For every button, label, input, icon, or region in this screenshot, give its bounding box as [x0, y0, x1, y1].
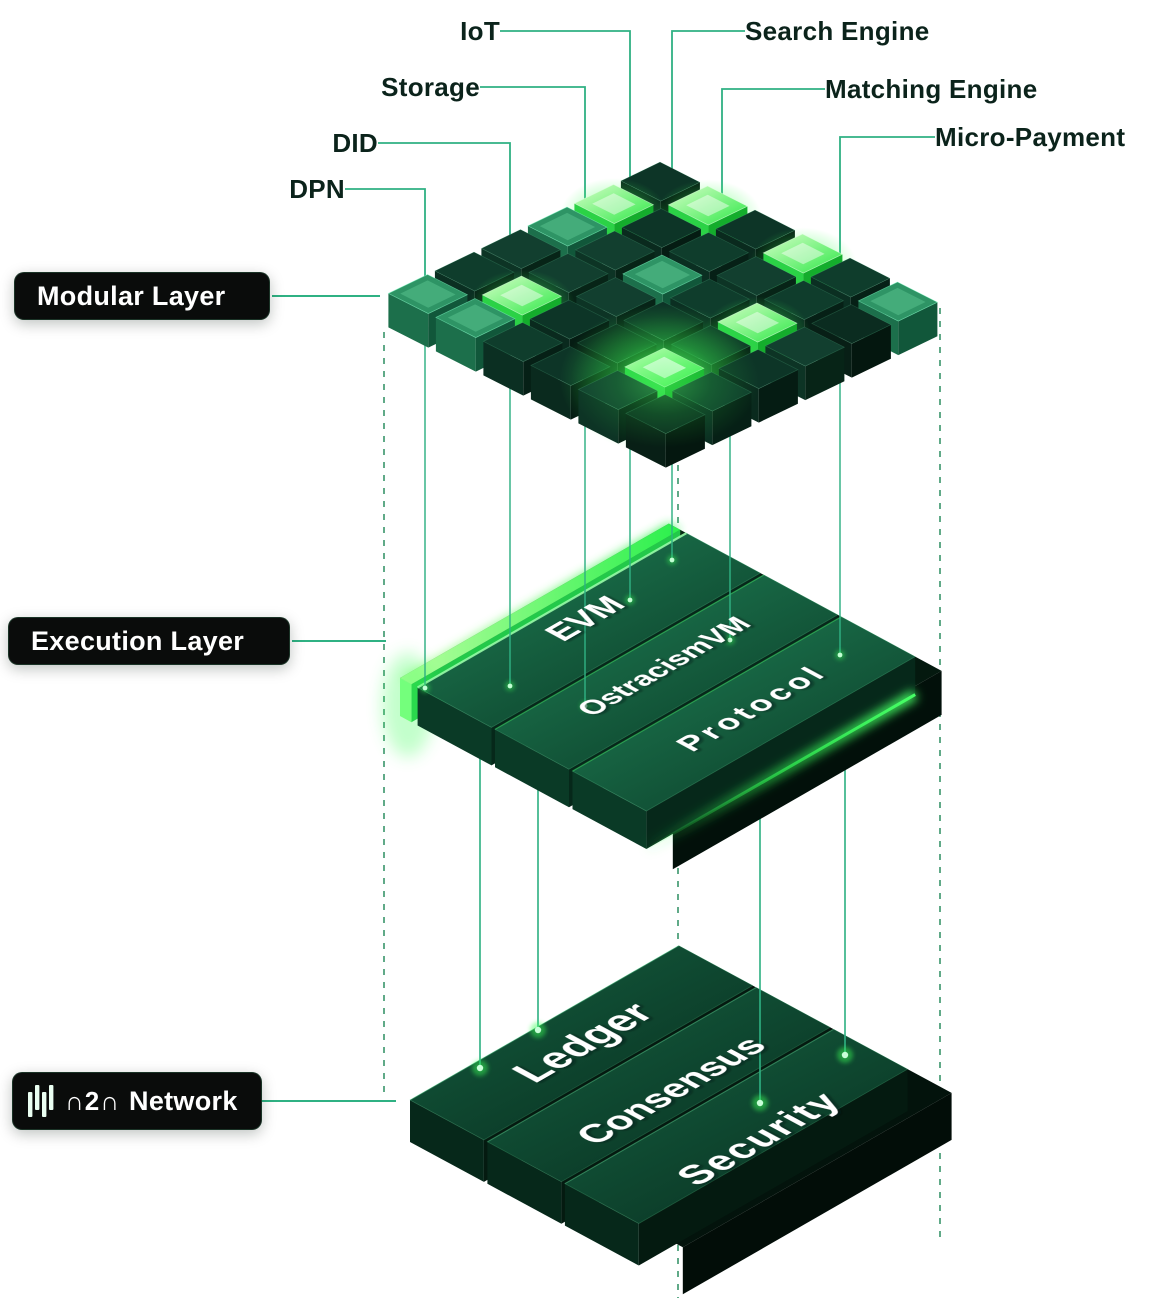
module-label-storage: Storage — [381, 72, 480, 102]
ostracismvm-edge — [494, 574, 765, 730]
cube-top-face — [574, 230, 656, 271]
module-label-search-engine: Search Engine — [745, 16, 930, 46]
network-base-front — [682, 1092, 952, 1295]
module-label-dpn: DPN — [289, 174, 345, 204]
security-edge — [564, 1028, 834, 1185]
cube-top-face — [811, 304, 892, 344]
label-leader-line — [839, 136, 935, 262]
connector-dot — [534, 1026, 542, 1034]
network-layer — [409, 945, 952, 1295]
glow-left-halo — [382, 653, 434, 757]
ledger-top-face — [409, 945, 754, 1141]
connector-dot — [507, 683, 513, 689]
evm-end-face — [417, 687, 492, 766]
cube-top-face — [810, 257, 891, 298]
connector-dot — [837, 652, 843, 658]
connector-dot — [756, 1099, 764, 1107]
cube-left-face — [388, 293, 429, 348]
cube-sheen — [400, 280, 456, 308]
cube-left-face — [530, 365, 571, 420]
cube-top-face — [435, 298, 516, 338]
label-leader-line — [721, 88, 825, 212]
consensus-end-face — [487, 1141, 562, 1224]
label-leader-line — [500, 30, 631, 205]
connector-dot — [422, 685, 428, 691]
cube-left-face — [435, 317, 476, 372]
cube-top-face — [668, 232, 750, 272]
cube-sheen — [634, 260, 691, 289]
cube-top-face — [573, 184, 655, 224]
cube-top-face — [717, 302, 798, 343]
cube-glow-spill — [569, 315, 760, 448]
cube-right-face — [805, 347, 845, 401]
connector-dot — [476, 1064, 484, 1072]
ledger-end-face — [410, 1100, 484, 1182]
cube-right-face — [898, 302, 938, 356]
security-top-face — [564, 1028, 909, 1224]
protocol-top-face — [571, 616, 917, 812]
cube-hot-core — [781, 242, 825, 265]
cube-left-face — [483, 341, 524, 396]
evm-edge — [417, 532, 687, 689]
protocol-front-face — [646, 656, 916, 849]
cube-right-face — [851, 324, 891, 378]
consensus-edge — [487, 986, 757, 1143]
layer-pill-execution: Execution Layer — [8, 617, 290, 665]
connector-dot — [582, 703, 588, 709]
label-leader-line — [480, 86, 586, 228]
cube-hot-core — [686, 194, 730, 217]
cube-sheen — [447, 304, 504, 332]
connector-dot — [841, 1051, 849, 1059]
cube-top-face — [762, 233, 844, 274]
n2n-logo-icon — [28, 1085, 54, 1117]
security-end-face — [564, 1183, 639, 1266]
cube-top-face — [716, 256, 797, 296]
cube-right-face — [758, 369, 798, 423]
execution-layer — [382, 523, 942, 870]
cube-top-face — [667, 185, 749, 226]
module-label-iot: IoT — [460, 16, 500, 46]
label-leader-line — [345, 188, 426, 295]
security-front-face — [638, 1069, 908, 1266]
layer-pill-network: ∩2∩ Network — [12, 1072, 262, 1130]
protocol-edge — [572, 616, 842, 772]
connector-dot — [627, 597, 633, 603]
modular-layer-cubes — [387, 161, 939, 468]
layer-pill-network-label: Network — [129, 1085, 238, 1116]
cube-top-face — [621, 208, 702, 248]
cube-top-face — [480, 229, 562, 269]
cube-top-face — [387, 274, 469, 314]
consensus-top-face — [486, 986, 831, 1183]
connector-dot — [669, 557, 675, 563]
label-leader-line — [671, 30, 745, 200]
cube-top-face — [482, 322, 564, 362]
bottom-glow — [645, 693, 916, 851]
module-label-micro-payment: Micro-Payment — [935, 122, 1126, 152]
module-label-matching-engine: Matching Engine — [825, 74, 1038, 104]
cube-top-face — [857, 281, 939, 322]
layer-pill-modular-label: Modular Layer — [37, 280, 226, 311]
module-label-did: DID — [332, 128, 378, 158]
layer-pill-network-brand: ∩2∩ — [65, 1085, 121, 1116]
cube-hot-core — [592, 193, 636, 215]
cube-top-face — [527, 206, 608, 247]
cube-top-face — [622, 254, 703, 295]
cube-top-face — [481, 275, 563, 316]
protocol-end-face — [572, 771, 647, 849]
layer-pill-execution-label: Execution Layer — [31, 625, 245, 656]
glow-strip — [400, 523, 681, 685]
ostracismvm-end-face — [495, 729, 569, 808]
cube-top-face — [764, 326, 846, 367]
ostracismvm-top-face — [494, 574, 839, 770]
cube-sheen — [539, 212, 596, 241]
ledger-edge — [409, 945, 680, 1101]
layer-pill-modular: Modular Layer — [14, 272, 270, 320]
cube-sheen — [870, 287, 926, 316]
cube-hot-core — [500, 284, 544, 307]
cube-hot-core — [735, 311, 780, 334]
connector-dot — [727, 637, 733, 643]
